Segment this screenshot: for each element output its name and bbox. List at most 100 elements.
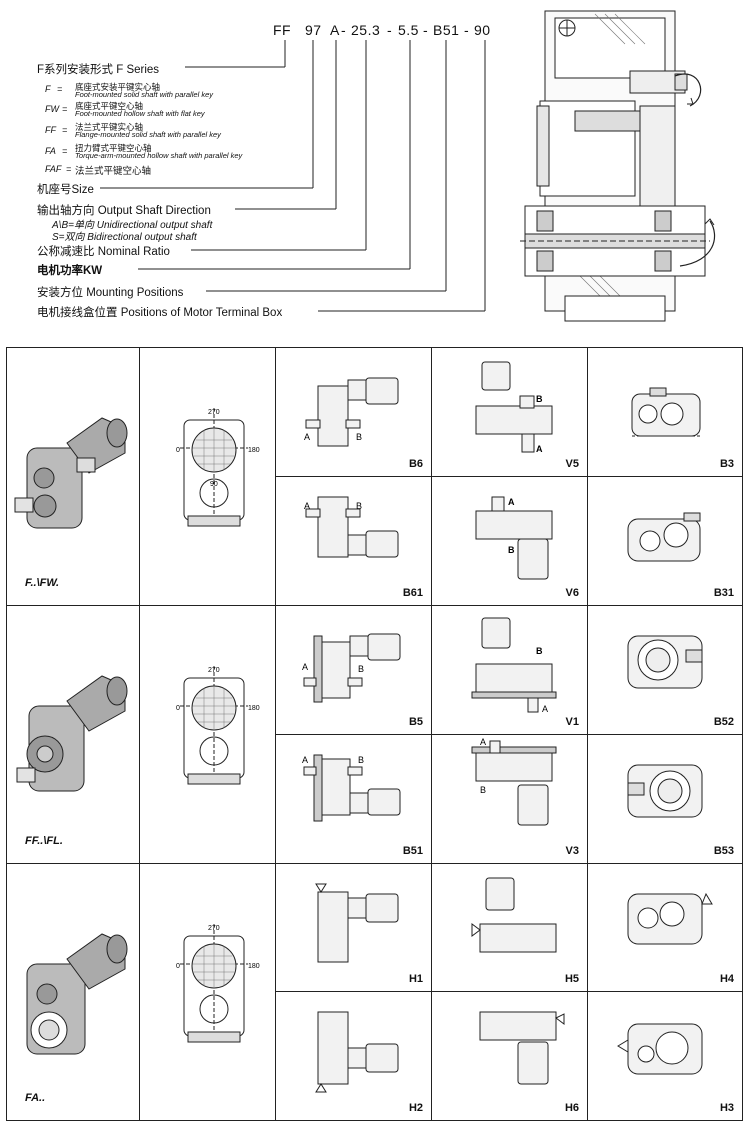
motor-illustration: [16, 675, 128, 792]
mounting-diagram: A B: [304, 377, 399, 447]
mounting-cell: H2: [276, 992, 432, 1120]
mounting-diagram: A B: [302, 633, 401, 703]
dial-label-right: 180: [248, 963, 260, 970]
row-photo-cell: F..\FW.: [7, 348, 140, 606]
shaft-letter-a: A: [536, 444, 543, 454]
terminal-box-dial: 270 0 180 90: [176, 408, 260, 528]
option-eq: =: [62, 125, 68, 135]
option-cn: 法兰式平键实心轴: [75, 122, 144, 132]
mounting-position-label: H5: [564, 973, 579, 985]
mounting-cell: A B V3: [432, 735, 588, 864]
shaft-letter-a: A: [304, 501, 310, 511]
code-separator: -: [341, 22, 346, 38]
option-eq: =: [62, 146, 68, 156]
type-label: FF..\FL.: [25, 835, 63, 847]
shaft-letter-b: B: [358, 755, 364, 765]
shaft-letter-b: B: [358, 664, 364, 674]
option-en: Flange-mounted solid shaft with parallel…: [75, 130, 221, 139]
terminal-dial-cell: 270 0 180: [140, 864, 276, 1120]
shaft-letter-b: B: [480, 785, 486, 795]
mounting-diagram: [627, 635, 703, 689]
code-ratio: 25.3: [351, 22, 381, 38]
option-code: FA: [45, 146, 56, 156]
mounting-cell: H1: [276, 864, 432, 992]
dial-label-left: 0: [176, 705, 180, 712]
dial-label-left: 0: [176, 963, 180, 970]
option-code: FF: [45, 125, 56, 135]
option-eq: =: [57, 84, 63, 94]
mounting-cell: A B B61: [276, 477, 432, 606]
shaft-letter-a: A: [508, 497, 515, 507]
option-en: Foot-mounted solid shaft with parallel k…: [75, 90, 213, 99]
option-code: F: [45, 84, 51, 94]
mounting-diagram: B A: [471, 617, 557, 714]
mounting-diagram: [631, 387, 701, 437]
mounting-cell: A B V6: [432, 477, 588, 606]
mounting-diagram: A B: [471, 737, 557, 826]
option-cn: 扭力臂式平键空心轴: [75, 143, 152, 153]
option-eq: =: [66, 164, 72, 174]
mounting-cell: B31: [588, 477, 742, 606]
size-label: 机座号Size: [37, 184, 94, 196]
mounting-diagram: A B: [302, 754, 401, 822]
dial-label-left: 0: [176, 447, 180, 454]
type-label: FA..: [25, 1092, 46, 1104]
terminal-dial-cell: 270 0 180 90: [140, 348, 276, 606]
type-label: F..\FW.: [25, 577, 60, 589]
shaft-letter-a: A: [302, 662, 308, 672]
terminal-label: 电机接线盒位置 Positions of Motor Terminal Box: [37, 307, 283, 319]
code-direction: A: [330, 22, 340, 38]
mounting-diagram: A B: [304, 496, 399, 558]
code-size: 97: [305, 22, 322, 38]
code-power: 5.5: [398, 22, 419, 38]
shaft-letter-a: A: [302, 755, 308, 765]
shaft-letter-b: B: [508, 545, 515, 555]
dial-label-bottom: 90: [210, 481, 218, 488]
mounting-diagram: B A: [475, 361, 553, 454]
option-code: FW: [45, 104, 59, 114]
mounting-cell: B53: [588, 735, 742, 864]
mounting-diagram: [627, 892, 713, 945]
row-photo-cell: FF..\FL.: [7, 606, 140, 864]
shaft-letter-a: A: [304, 432, 310, 442]
motor-illustration: [14, 417, 128, 529]
mounting-position-label: V5: [565, 458, 579, 470]
mounting-cell: B3: [588, 348, 742, 477]
gearbox-cross-section: [520, 10, 716, 322]
mounting-position-label: V6: [565, 587, 579, 599]
dial-label-top: 270: [208, 667, 220, 674]
mounting-position-label: B3: [719, 458, 734, 470]
shaft-letter-b: B: [536, 394, 543, 404]
mounting-cell: A B B51: [276, 735, 432, 864]
direction-label: 输出轴方向 Output Shaft Direction: [37, 205, 211, 217]
mounting-position-label: B53: [713, 845, 734, 857]
leader-lines: [100, 40, 486, 312]
option-eq: =: [62, 104, 68, 114]
mounting-position-label: V1: [565, 716, 579, 728]
option-cn: 法兰式平键空心轴: [75, 166, 152, 177]
mounting-position-label: H2: [408, 1102, 423, 1114]
shaft-letter-b: B: [356, 501, 362, 511]
mounting-diagram: [471, 877, 557, 953]
mounting-cell: B52: [588, 606, 742, 735]
row-photo-cell: FA..: [7, 864, 140, 1120]
mounting-diagram: [627, 512, 701, 562]
mounting-diagram: A B: [475, 496, 553, 580]
mounting-cell: A B B5: [276, 606, 432, 735]
code-separator: -: [464, 22, 469, 38]
mounting-cell: H5: [432, 864, 588, 992]
mounting-diagram: [617, 1023, 703, 1075]
mounting-diagram: [315, 1011, 399, 1093]
shaft-letter-b: B: [536, 646, 543, 656]
dial-label-top: 270: [208, 925, 220, 932]
option-en: Foot-mounted hollow shaft with flat key: [75, 109, 205, 118]
option-code: FAF: [45, 164, 62, 174]
mounting-position-label: B51: [402, 845, 423, 857]
option-cn: 底座式安装平键实心轴: [75, 82, 161, 92]
series-label: F系列安装形式 F Series: [37, 64, 160, 76]
terminal-box-dial: 270 0 180: [176, 666, 260, 786]
mounting-position-label: H6: [564, 1102, 579, 1114]
mounting-position-label: B52: [713, 716, 734, 728]
model-code-header: FF 97 A - 25.3 - 5.5 - B51 - 90 F系列安装形式 …: [0, 0, 750, 335]
terminal-dial-cell: 270 0 180: [140, 606, 276, 864]
